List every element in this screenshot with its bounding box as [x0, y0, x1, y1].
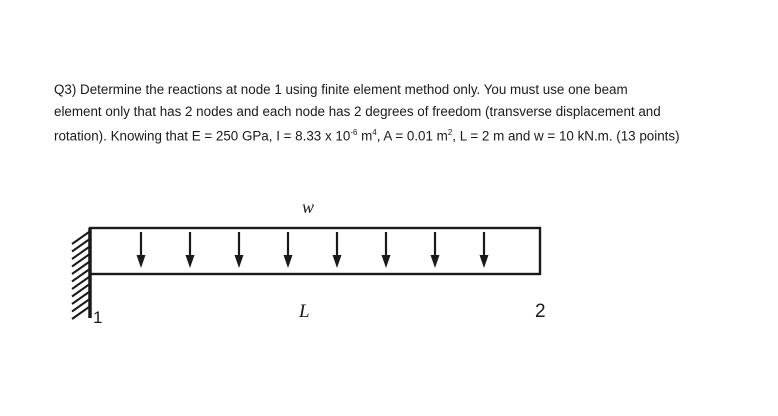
distributed-load	[136, 232, 489, 268]
load-arrow	[136, 232, 146, 268]
hatch-line	[71, 306, 90, 320]
hatch-line	[71, 246, 90, 260]
node-2-label: 2	[535, 301, 546, 322]
node-1-label: 1	[93, 308, 102, 327]
question-line-3: rotation). Knowing that E = 250 GPa, I =…	[54, 122, 754, 147]
load-arrow	[234, 232, 244, 268]
hatch-line	[71, 298, 90, 313]
load-arrow	[283, 232, 293, 268]
hatch-line	[71, 238, 90, 253]
given-values-a: rotation). Knowing that E = 250 GPa, I =…	[54, 128, 351, 144]
exponent-m4: 4	[372, 128, 377, 137]
load-arrow	[332, 232, 342, 268]
load-arrow	[185, 232, 195, 268]
beam-element	[88, 226, 542, 276]
hatch-line	[71, 253, 90, 268]
question-line-2: element only that has 2 nodes and each n…	[54, 103, 661, 119]
exponent-moment-of-inertia-power: -6	[350, 128, 358, 137]
hatch-line	[71, 268, 90, 283]
length-label: L	[298, 301, 310, 322]
wall-hatching	[71, 231, 90, 320]
load-arrow	[430, 232, 440, 268]
question-line-1: Q3) Determine the reactions at node 1 us…	[54, 82, 628, 97]
hatch-line	[71, 291, 90, 305]
exponent-m2: 2	[447, 128, 453, 137]
hatch-line	[71, 276, 90, 290]
hatch-line	[71, 283, 90, 298]
load-label: w	[302, 197, 314, 217]
hatch-line	[71, 261, 90, 275]
load-arrow	[381, 232, 391, 268]
given-values-b: m	[357, 128, 373, 144]
given-values-c: , A = 0.01 m	[376, 128, 448, 144]
load-arrow	[479, 232, 489, 268]
question-text: Q3) Determine the reactions at node 1 us…	[54, 79, 754, 147]
hatch-line	[71, 231, 90, 245]
fixed-support	[71, 228, 92, 320]
given-values-d: , L = 2 m and w = 10 kN.m. (13 points)	[452, 128, 680, 144]
